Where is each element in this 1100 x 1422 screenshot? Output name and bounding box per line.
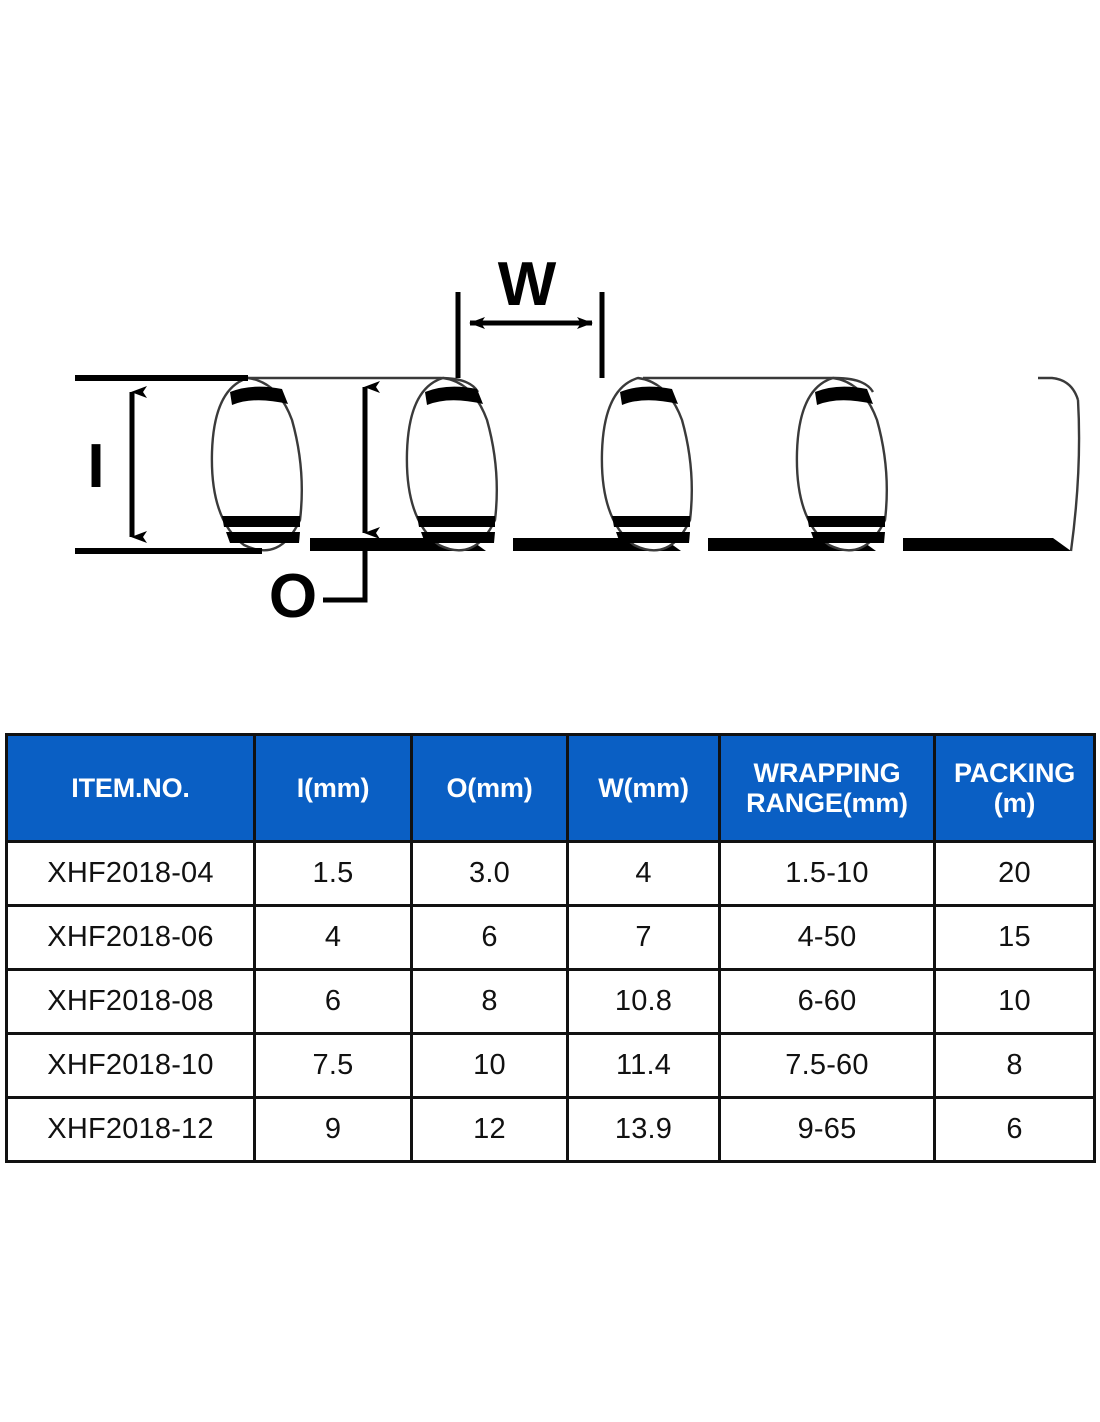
cell-item-no: XHF2018-12 <box>5 1096 256 1163</box>
spiral-turn <box>405 376 498 552</box>
table-header-row: ITEM.NO. I(mm) O(mm) W(mm) WRAPPING RANG… <box>5 733 1096 843</box>
table-row: XHF2018-08 6 8 10.8 6-60 10 <box>5 968 1096 1035</box>
cell-packing: 20 <box>933 840 1096 907</box>
spiral-turn <box>210 376 303 552</box>
cell-w: 4 <box>566 840 721 907</box>
header-line-1: O(mm) <box>446 772 533 803</box>
cell-o: 10 <box>410 1032 569 1099</box>
cell-w: 7 <box>566 904 721 971</box>
spiral-turn <box>795 376 888 552</box>
cell-o: 3.0 <box>410 840 569 907</box>
table-row: XHF2018-12 9 12 13.9 9-65 6 <box>5 1096 1096 1163</box>
spiral-wrap-diagram: I O W <box>75 250 1081 631</box>
header-line-1: W(mm) <box>598 772 689 803</box>
header-line-1: WRAPPING <box>753 757 901 788</box>
cell-wrapping-range: 9-65 <box>718 1096 936 1163</box>
table-row: XHF2018-06 4 6 7 4-50 15 <box>5 904 1096 971</box>
cell-packing: 6 <box>933 1096 1096 1163</box>
header-line-2: (m) <box>993 788 1036 818</box>
spiral-band-body <box>210 376 1081 552</box>
dimension-inner-diameter: I <box>75 375 262 554</box>
column-header-item-no: ITEM.NO. <box>5 733 256 843</box>
header-line-1: PACKING <box>953 757 1076 788</box>
dimension-label-i: I <box>87 432 104 501</box>
cell-i: 4 <box>253 904 413 971</box>
specification-table-container: ITEM.NO. I(mm) O(mm) W(mm) WRAPPING RANG… <box>5 733 1096 1163</box>
cell-wrapping-range: 1.5-10 <box>718 840 936 907</box>
leader-line-o <box>323 551 368 603</box>
cell-item-no: XHF2018-06 <box>5 904 256 971</box>
table-row: XHF2018-10 7.5 10 11.4 7.5-60 8 <box>5 1032 1096 1099</box>
header-line-2: RANGE(mm) <box>746 788 908 818</box>
spiral-turn <box>600 376 693 552</box>
column-header-w: W(mm) <box>566 733 721 843</box>
cell-packing: 8 <box>933 1032 1096 1099</box>
cell-wrapping-range: 7.5-60 <box>718 1032 936 1099</box>
cell-i: 6 <box>253 968 413 1035</box>
dimension-outer-diameter: O <box>269 381 380 631</box>
cell-i: 7.5 <box>253 1032 413 1099</box>
product-diagram-panel: I O W <box>0 0 1100 700</box>
cell-i: 1.5 <box>253 840 413 907</box>
cell-item-no: XHF2018-10 <box>5 1032 256 1099</box>
cell-w: 13.9 <box>566 1096 721 1163</box>
table-row: XHF2018-04 1.5 3.0 4 1.5-10 20 <box>5 840 1096 907</box>
cell-o: 6 <box>410 904 569 971</box>
dimension-band-width: W <box>455 250 605 378</box>
column-header-o: O(mm) <box>410 733 569 843</box>
cell-o: 8 <box>410 968 569 1035</box>
column-header-i: I(mm) <box>253 733 413 843</box>
header-line-1: I(mm) <box>296 772 370 803</box>
cell-wrapping-range: 6-60 <box>718 968 936 1035</box>
cell-i: 9 <box>253 1096 413 1163</box>
band-right-edge <box>1069 399 1081 552</box>
cell-item-no: XHF2018-04 <box>5 840 256 907</box>
cell-wrapping-range: 4-50 <box>718 904 936 971</box>
column-header-wrapping-range: WRAPPING RANGE(mm) <box>718 733 936 843</box>
cell-item-no: XHF2018-08 <box>5 968 256 1035</box>
column-header-packing: PACKING (m) <box>933 733 1096 843</box>
cell-packing: 10 <box>933 968 1096 1035</box>
specification-table: ITEM.NO. I(mm) O(mm) W(mm) WRAPPING RANG… <box>5 733 1096 1163</box>
dimension-label-w: W <box>498 250 557 319</box>
cell-w: 11.4 <box>566 1032 721 1099</box>
dimension-label-o: O <box>269 562 317 631</box>
cell-packing: 15 <box>933 904 1096 971</box>
cell-o: 12 <box>410 1096 569 1163</box>
cell-w: 10.8 <box>566 968 721 1035</box>
header-line-1: ITEM.NO. <box>71 772 190 803</box>
